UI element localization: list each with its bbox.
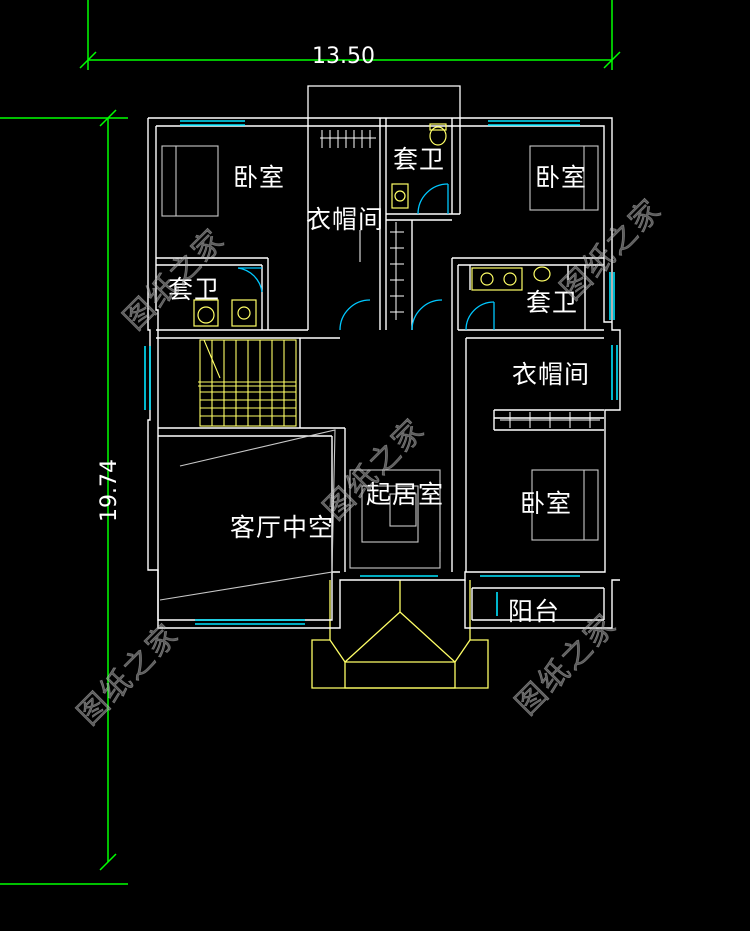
dimension-lines [0,0,621,885]
height-tick-bottom [99,853,117,871]
room-label-bedroom-ne: 卧室 [535,163,588,192]
room-label-balcony: 阳台 [508,597,561,626]
height-dimension-label: 19.74 [96,459,122,522]
room-label-bath-west: 套卫 [168,275,221,304]
bed-se [531,469,599,541]
wardrobe-rails [320,130,600,428]
height-tick-top [99,109,117,127]
outer-wall [147,117,621,629]
furniture [159,145,599,601]
stairs [198,339,297,427]
room-label-bath-north: 套卫 [393,145,446,174]
top-bay [307,85,461,118]
room-label-wardrobe-center: 衣帽间 [306,205,385,234]
porch-canopy [311,580,489,689]
bed-nw [161,145,219,217]
width-dimension-label: 13.50 [312,44,375,69]
room-label-bedroom-nw: 卧室 [233,163,286,192]
door-wardrobe [339,299,371,331]
room-label-family-room: 起居室 [366,480,445,509]
door-bedroom-nw [411,299,443,331]
windows [144,120,618,625]
width-tick-left [79,51,97,69]
width-tick-right [603,51,621,69]
bath-fixtures [193,123,551,327]
door-bath-east [465,301,495,331]
room-label-bath-east: 套卫 [526,288,579,317]
room-label-living-void: 客厅中空 [230,513,335,542]
room-label-wardrobe-east: 衣帽间 [512,360,591,389]
door-bath-west [237,267,263,293]
door-bath-north [417,183,449,215]
bed-ne [529,145,599,211]
room-label-bedroom-se: 卧室 [520,489,573,518]
doors [237,183,495,331]
